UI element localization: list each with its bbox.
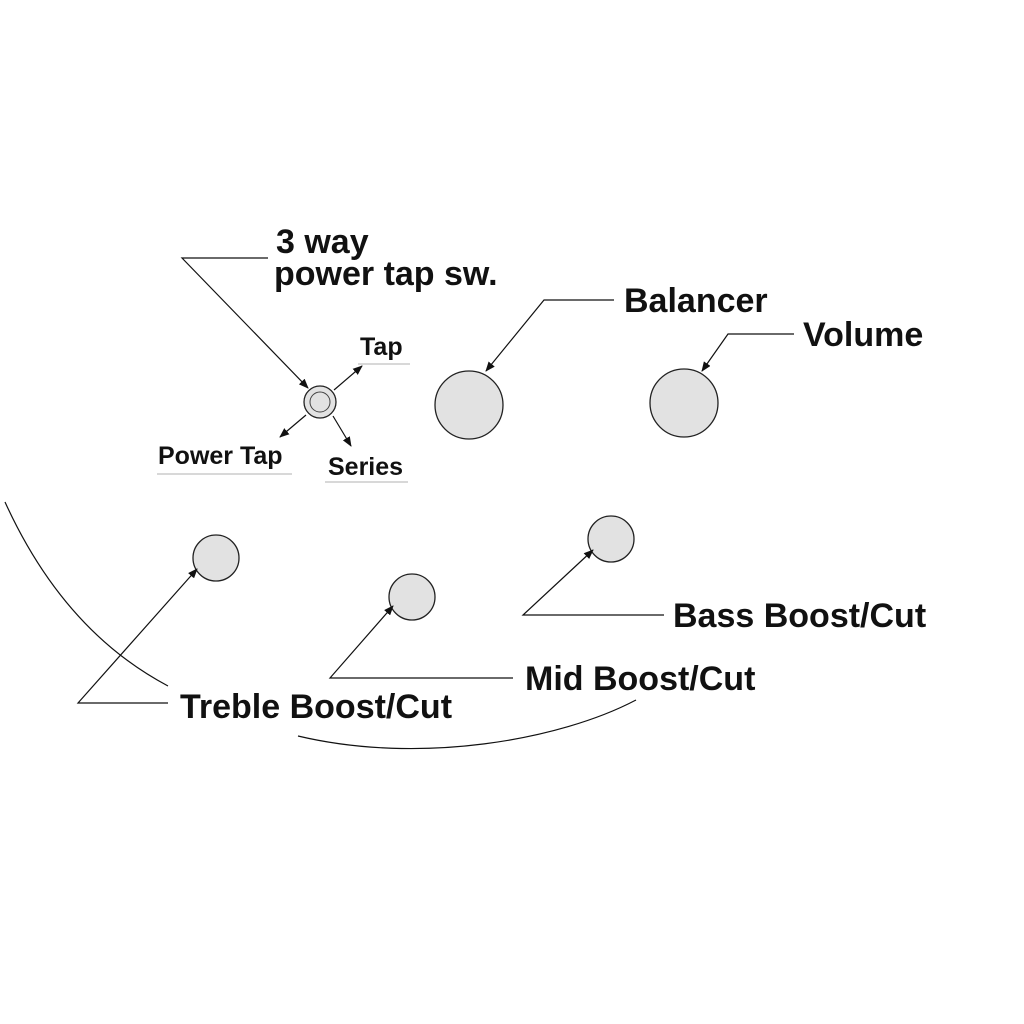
volume-label: Volume	[803, 316, 923, 354]
tap-label: Tap	[360, 333, 403, 361]
volume-knob	[649, 368, 719, 438]
power-tap-label: Power Tap	[158, 442, 283, 470]
balancer-label: Balancer	[624, 282, 768, 320]
treble-knob	[192, 534, 240, 582]
treble-leader-line	[76, 568, 198, 704]
mid-leader-line	[328, 605, 513, 679]
switch-label-line2: power tap sw.	[274, 255, 498, 293]
series-arrow	[332, 415, 352, 447]
power-tap-arrow	[279, 414, 307, 438]
treble-label: Treble Boost/Cut	[180, 688, 452, 726]
balancer-knob	[434, 370, 504, 440]
switch-leader-line	[180, 257, 309, 389]
body-outline-bottom	[297, 699, 637, 750]
switch-label-line1: 3 way	[276, 223, 369, 261]
series-label: Series	[328, 453, 403, 481]
mid-label: Mid Boost/Cut	[525, 660, 755, 698]
tap-arrow	[333, 365, 363, 391]
bass-knob	[587, 515, 635, 563]
switch-inner-ring	[309, 391, 331, 413]
bass-leader-line	[521, 549, 664, 616]
bass-label: Bass Boost/Cut	[673, 597, 926, 635]
body-outline-left	[4, 501, 169, 687]
volume-leader-line	[701, 333, 794, 372]
mid-knob	[388, 573, 436, 621]
power-tap-switch	[303, 385, 337, 419]
balancer-leader-line	[485, 299, 614, 372]
